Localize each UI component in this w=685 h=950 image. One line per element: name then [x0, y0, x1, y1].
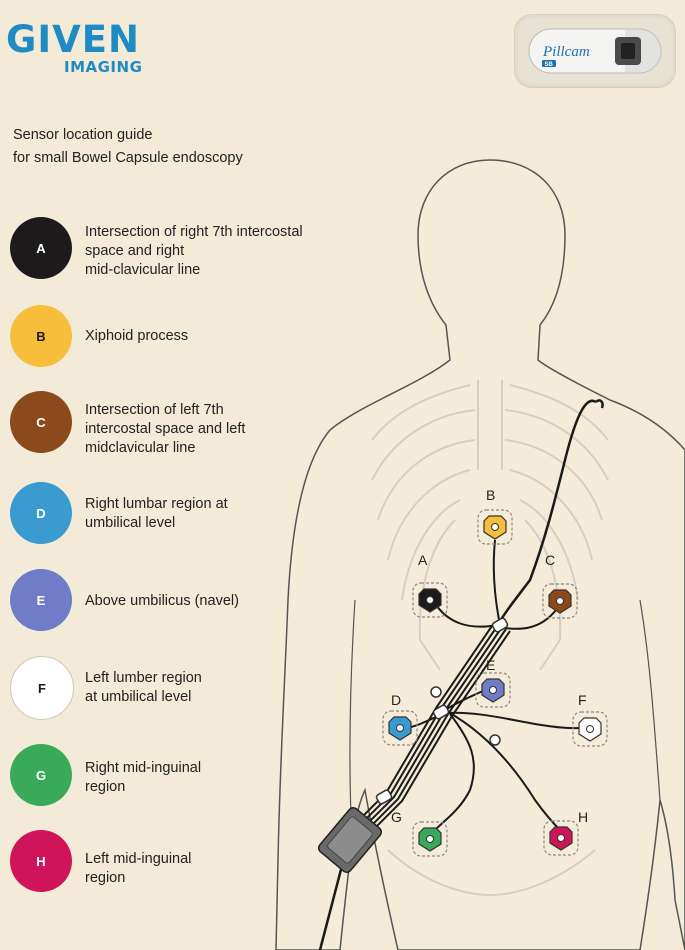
legend-letter-h: H: [36, 853, 46, 869]
legend-text-line: Right lumbar region at: [85, 496, 228, 512]
legend-dot-f: F: [10, 656, 74, 720]
legend-text-line: midclavicular line: [85, 440, 196, 456]
logo-brand-text: GIVEN: [6, 18, 141, 61]
capsule-brand-text: Pillcam: [542, 44, 590, 60]
sensor-label-a: A: [418, 552, 428, 568]
legend-text-line: Xiphoid process: [85, 328, 189, 344]
legend-item-f: F Left lumber region at umbilical level: [0, 652, 340, 722]
legend-dot-c: C: [10, 391, 72, 453]
legend-item-d: D Right lumbar region at umbilical level: [0, 478, 340, 548]
legend-text-line: Left mid-inguinal: [85, 851, 192, 867]
sensor-label-h: H: [578, 809, 588, 825]
legend-text-line: region: [85, 870, 126, 886]
legend-text-line: Left lumber region: [85, 670, 202, 686]
legend-item-a: A Intersection of right 7th intercostal …: [0, 213, 340, 283]
capsule-icon: Pillcam SB: [528, 28, 662, 74]
legend-item-g: G Right mid-inguinal region: [0, 740, 340, 810]
sensor-pad-d: [382, 710, 418, 746]
legend-dot-g: G: [10, 744, 72, 806]
sensor-pad-h: [543, 820, 579, 856]
legend-letter-g: G: [35, 767, 47, 783]
title-line-1: Sensor location guide: [13, 127, 153, 143]
legend-dot-b: B: [10, 305, 72, 367]
legend-text-line: Intersection of left 7th: [85, 402, 224, 418]
title-line-2: for small Bowel Capsule endoscopy: [13, 150, 243, 166]
pillcam-capsule-image: Pillcam SB: [514, 14, 676, 88]
legend-text-line: umbilical level: [85, 515, 176, 531]
legend-letter-d: D: [36, 505, 46, 521]
legend-text-line: Intersection of right 7th intercostal: [85, 224, 303, 240]
legend-letter-c: C: [36, 414, 46, 430]
logo-sub-text: IMAGING: [64, 58, 143, 76]
sensor-pad-b: [477, 509, 513, 545]
legend-dot-a: A: [10, 217, 72, 279]
legend-text-line: intercostal space and left: [85, 421, 246, 437]
legend-desc-f: Left lumber region at umbilical level: [85, 669, 335, 707]
legend-desc-e: Above umbilicus (navel): [85, 592, 335, 611]
legend-desc-c: Intersection of left 7th intercostal spa…: [85, 401, 335, 458]
legend-item-e: E Above umbilicus (navel): [0, 565, 340, 635]
sensor-label-g: G: [391, 809, 402, 825]
legend-dot-h: H: [10, 830, 72, 892]
legend-dot-d: D: [10, 482, 72, 544]
legend-text-line: at umbilical level: [85, 689, 192, 705]
legend-desc-h: Left mid-inguinal region: [85, 850, 335, 888]
legend-text-line: Right mid-inguinal: [85, 760, 202, 776]
legend-letter-e: E: [36, 592, 46, 608]
sensor-pad-c: [542, 583, 578, 619]
sensor-pad-f: [572, 711, 608, 747]
sensor-label-c: C: [545, 552, 555, 568]
page-title: Sensor location guide for small Bowel Ca…: [13, 124, 243, 170]
capsule-tag-text: SB: [545, 62, 554, 68]
ribcage: [371, 380, 609, 671]
legend-letter-b: B: [36, 328, 46, 344]
legend-item-h: H Left mid-inguinal region: [0, 827, 340, 897]
data-recorder-box: [317, 806, 383, 950]
legend-letter-a: A: [36, 240, 46, 256]
torso-outline: [275, 159, 685, 950]
legend-text-line: region: [85, 779, 126, 795]
sensor-label-d: D: [391, 692, 401, 708]
legend-letter-f: F: [38, 680, 46, 696]
sensor-cable-bundle: [345, 539, 581, 842]
sensor-label-b: B: [486, 487, 495, 503]
sensor-label-f: F: [578, 692, 587, 708]
sensor-pad-e: [475, 672, 511, 708]
legend-desc-a: Intersection of right 7th intercostal sp…: [85, 223, 335, 280]
legend-item-b: B Xiphoid process: [0, 302, 340, 372]
sensor-pad-a: [412, 582, 448, 618]
legend-desc-g: Right mid-inguinal region: [85, 759, 335, 797]
legend-text-line: space and right: [85, 243, 185, 259]
legend-dot-e: E: [10, 569, 72, 631]
sensor-pad-g: [412, 821, 448, 857]
given-imaging-logo: GIVEN IMAGING: [6, 12, 176, 82]
legend-desc-b: Xiphoid process: [85, 327, 335, 346]
legend-text-line: Above umbilicus (navel): [85, 593, 239, 609]
legend-desc-d: Right lumbar region at umbilical level: [85, 495, 335, 533]
legend-item-c: C Intersection of left 7th intercostal s…: [0, 388, 340, 458]
legend-text-line: mid-clavicular line: [85, 262, 201, 278]
sensor-label-e: E: [486, 657, 495, 673]
